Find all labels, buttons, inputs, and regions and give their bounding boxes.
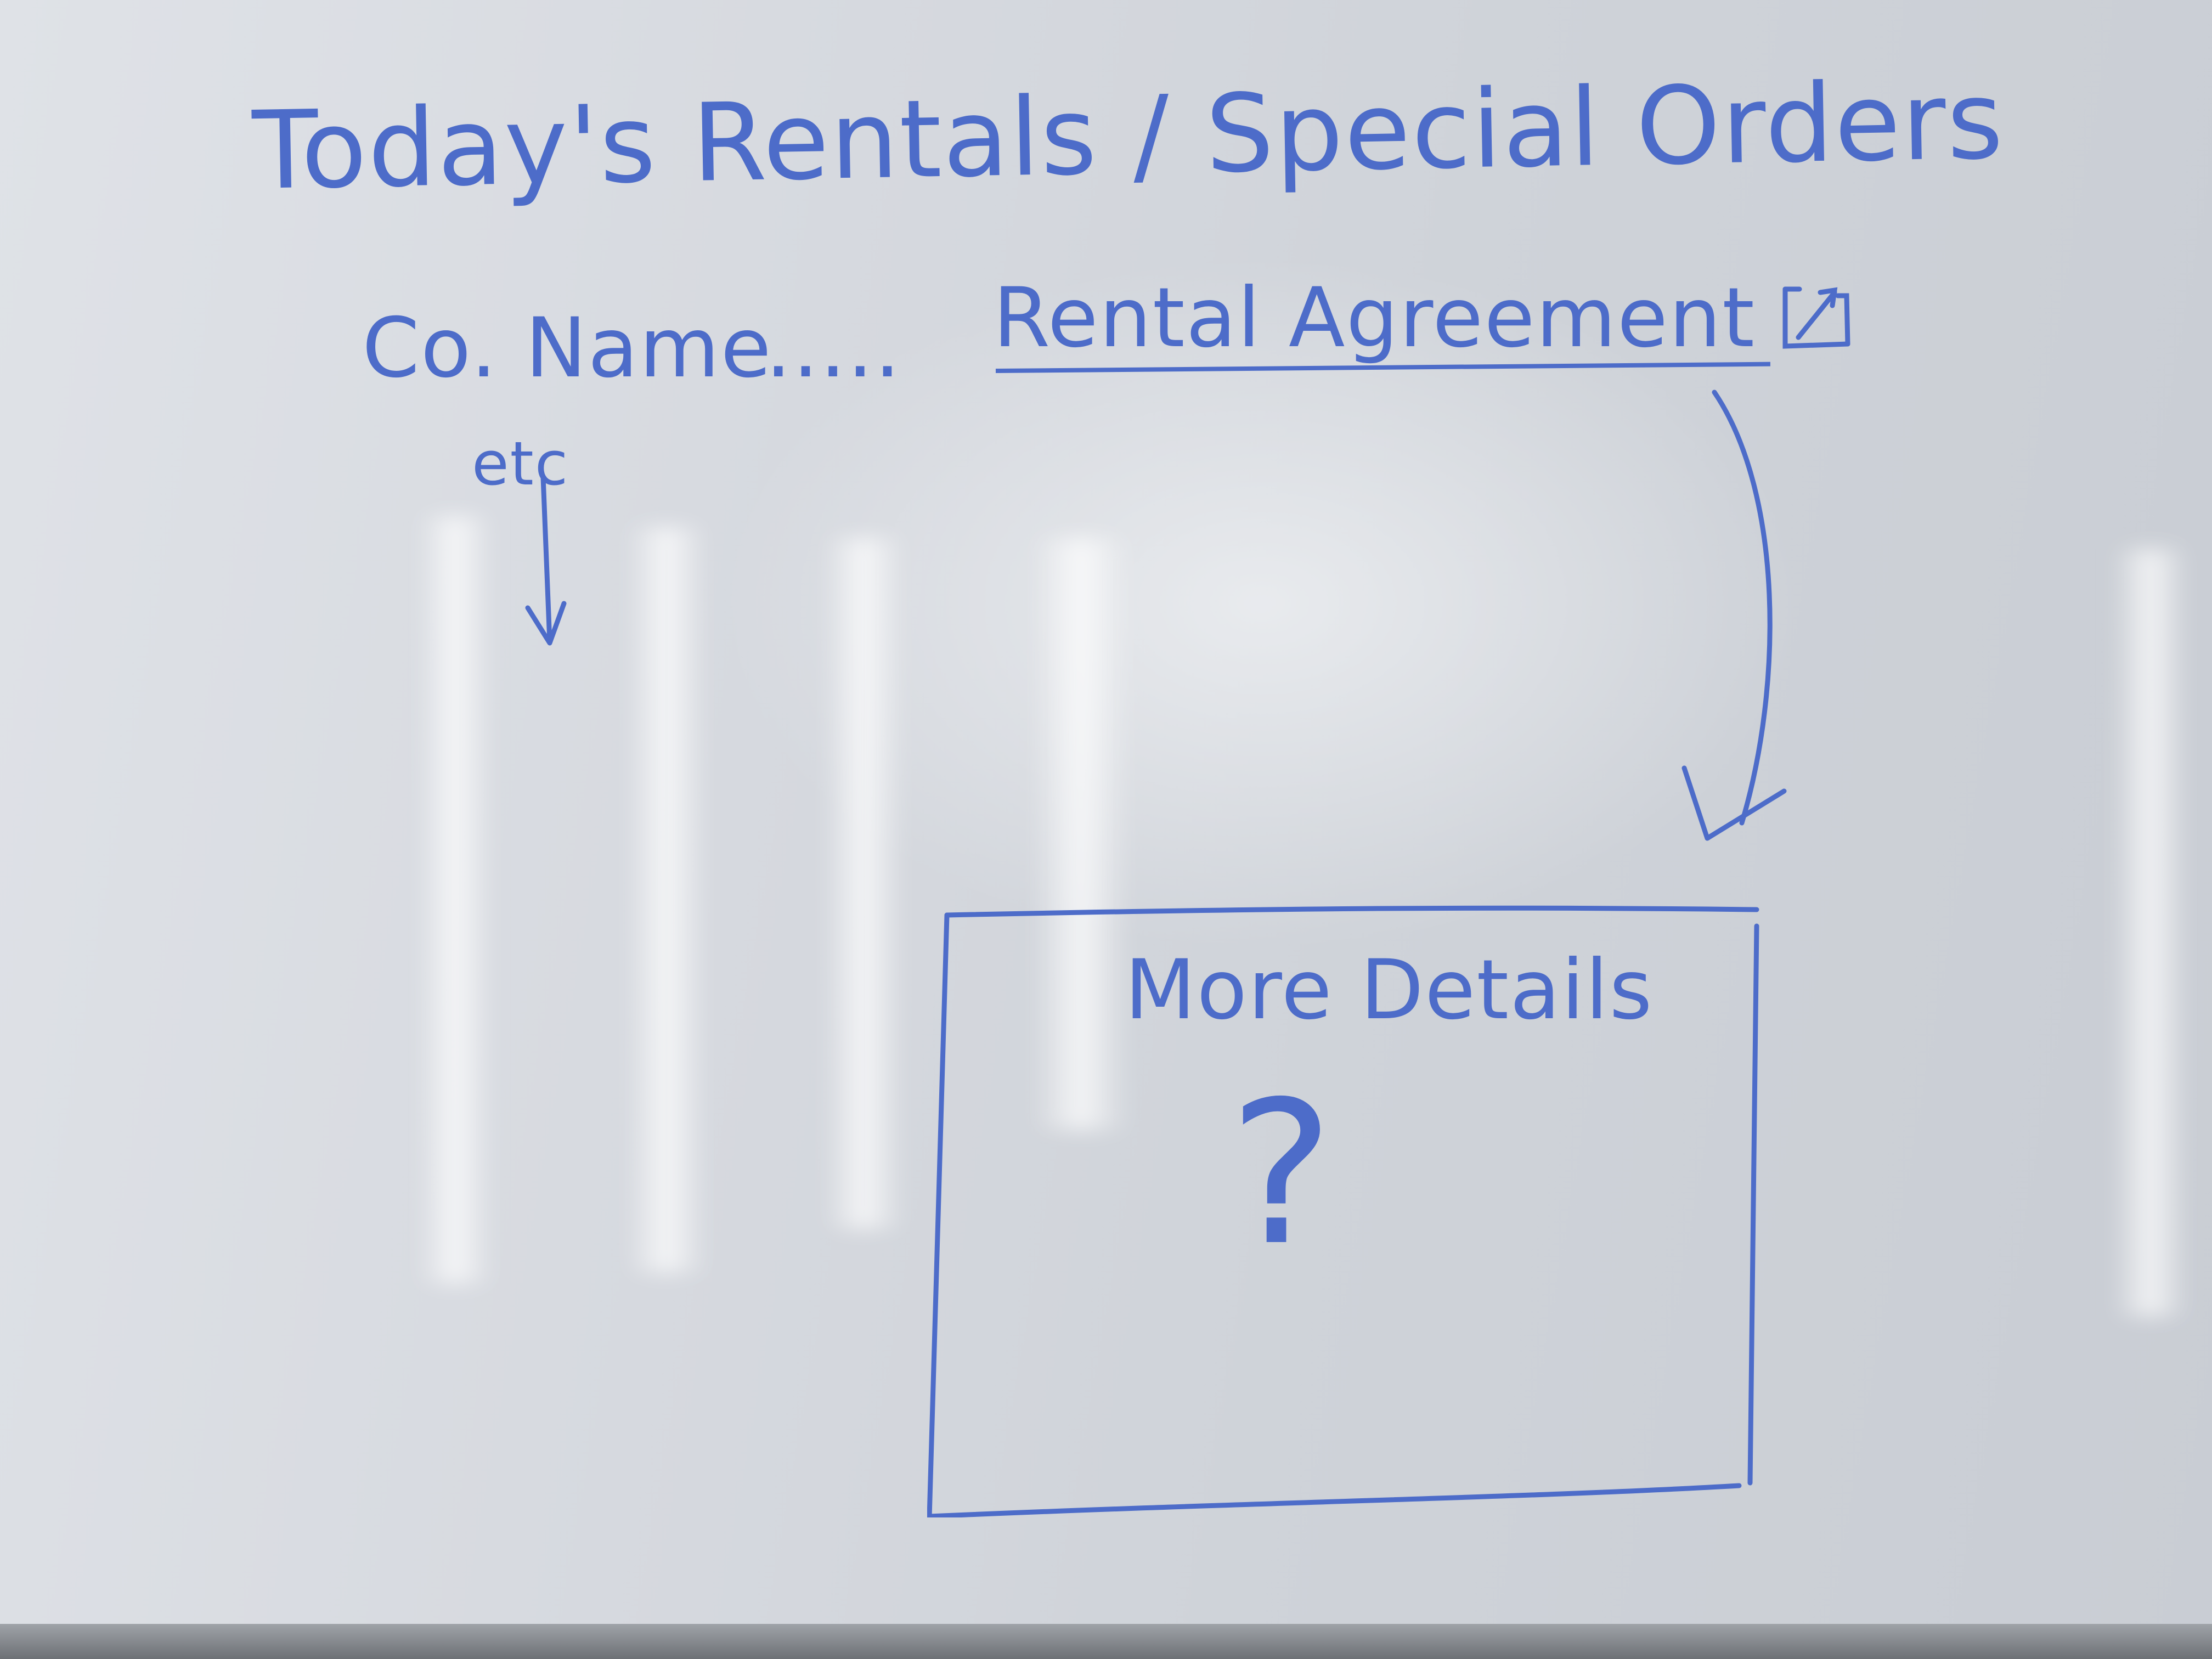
window-reflection <box>2112 549 2189 1317</box>
more-details-panel <box>927 905 1759 1517</box>
window-reflection <box>625 527 708 1273</box>
leader-dots: ..... <box>765 301 902 396</box>
whiteboard <box>0 0 2212 1624</box>
rental-agreement-label: Rental Agreement <box>993 270 1756 366</box>
marker-tray <box>0 1624 2212 1659</box>
flow-arrow-head <box>1681 765 1787 841</box>
window-reflection <box>823 538 905 1229</box>
flow-arrow <box>1712 390 1773 826</box>
window-reflection <box>1031 538 1130 1130</box>
etc-note: etc <box>472 428 569 499</box>
etc-down-arrow <box>540 475 552 645</box>
etc-down-arrow-head <box>525 601 567 646</box>
question-mark: ? <box>1229 1059 1335 1289</box>
more-details-heading: More Details <box>1125 943 1654 1038</box>
rental-agreement-link[interactable]: Rental Agreement <box>993 277 1860 359</box>
company-name-cell: Co. Name <box>362 301 772 396</box>
external-link-icon <box>1778 281 1860 349</box>
window-reflection <box>417 516 494 1284</box>
